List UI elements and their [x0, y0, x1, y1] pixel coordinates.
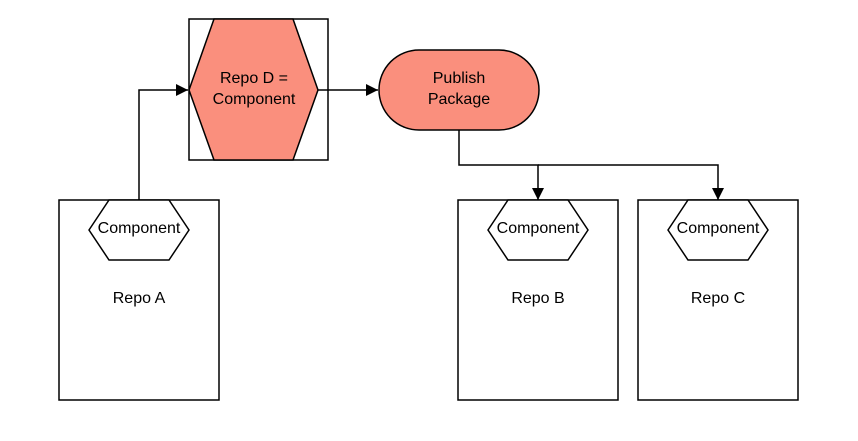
publish-label-line2: Package [428, 91, 490, 108]
repo-b-node[interactable]: Component Repo B [457, 199, 619, 401]
repo-a-component-label: Component [98, 220, 181, 237]
repo-b-component-hexagon [487, 199, 589, 261]
publish-package-node[interactable]: Publish Package [378, 49, 540, 131]
repo-a-node[interactable]: Component Repo A [58, 199, 220, 401]
connector-repo-a-to-repo-d[interactable] [138, 84, 188, 200]
repo-a-label: Repo A [113, 290, 166, 307]
connector-publish-to-repo-c[interactable] [538, 164, 724, 200]
repo-b-component-label: Component [497, 220, 580, 237]
repo-c-component-label: Component [677, 220, 760, 237]
repo-c-component-hexagon [667, 199, 769, 261]
repo-d-label-line2: Component [213, 91, 296, 108]
publish-package-shape [378, 49, 540, 131]
repo-a-component-hexagon [88, 199, 190, 261]
connector-publish-to-repo-b[interactable] [458, 130, 544, 200]
repo-b-box [457, 199, 619, 401]
publish-label-line1: Publish [433, 70, 485, 87]
repo-b-label: Repo B [511, 290, 564, 307]
repo-d-label-line1: Repo D = [220, 70, 288, 87]
repo-c-node[interactable]: Component Repo C [637, 199, 799, 401]
repo-c-label: Repo C [691, 290, 745, 307]
repo-d-component-node[interactable]: Repo D = Component [188, 18, 329, 161]
repo-d-hexagon [188, 18, 319, 161]
